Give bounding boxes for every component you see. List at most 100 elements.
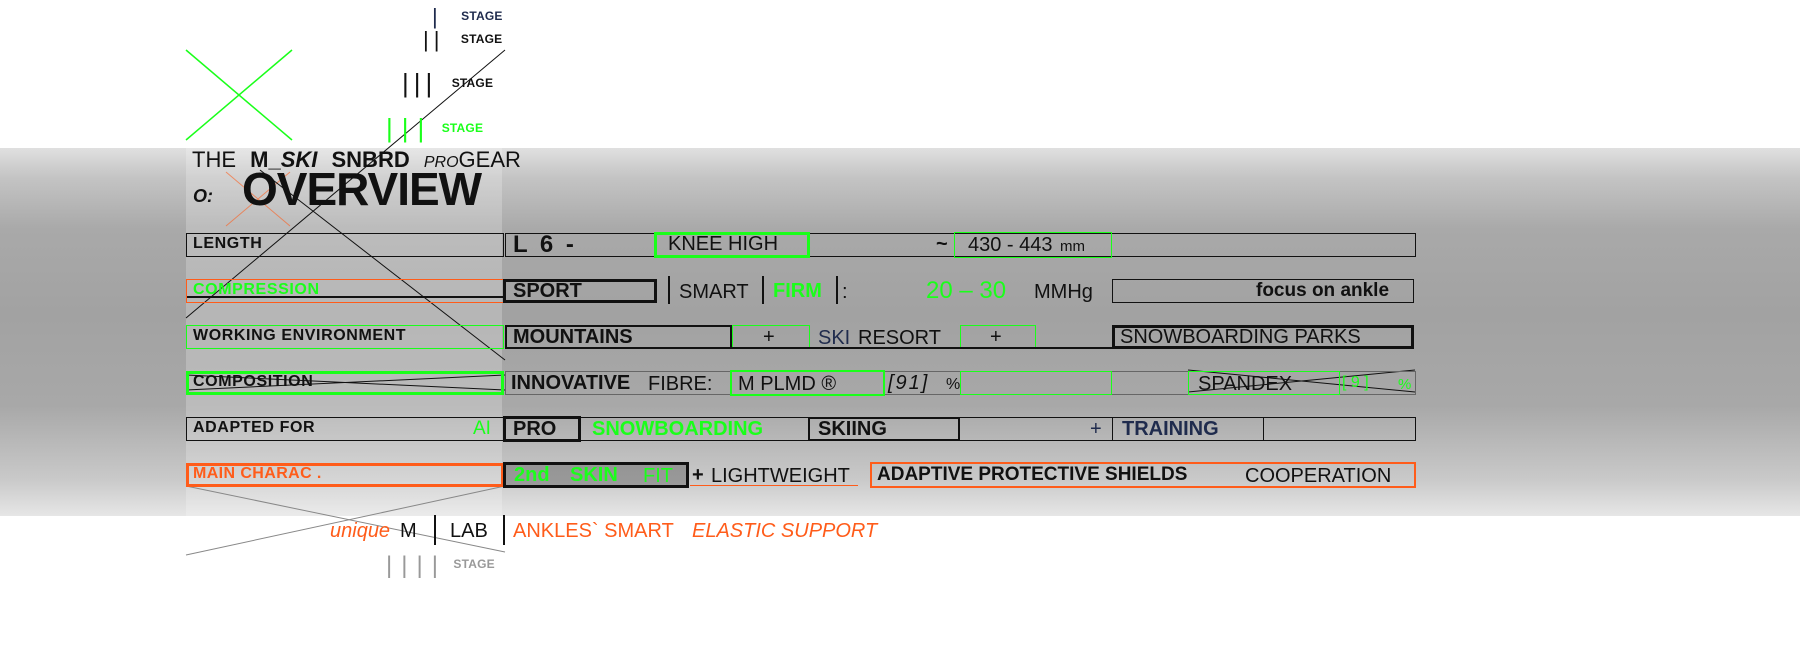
mountains: MOUNTAINS [513, 326, 633, 348]
m-plmd: M PLMD ® [738, 373, 837, 395]
shields: ADAPTIVE PROTECTIVE SHIELDS [877, 464, 1188, 485]
length-range: 430 - 443 mm [968, 234, 1085, 257]
stage-4-bars: ||| [386, 113, 434, 143]
stage-5: |||| STAGE [386, 554, 495, 578]
green-cross-line-a [185, 49, 293, 141]
fibre: FIBRE: [648, 373, 713, 395]
adapted-label: ADAPTED FOR [193, 419, 316, 436]
length-label: LENGTH [193, 235, 263, 252]
main-label: MAIN CHARAC . [193, 465, 322, 482]
stage-3-label: STAGE [451, 76, 494, 90]
mountains-box [505, 325, 732, 349]
second: 2nd [514, 464, 550, 486]
footer-ankles: ANKLES` SMART [513, 520, 674, 542]
compression-range: 20 – 30 [926, 277, 1007, 304]
compression-divider-3 [836, 276, 838, 304]
adapted-ai: AI [473, 418, 491, 439]
sport: SPORT [513, 280, 582, 302]
length-label-box [186, 233, 504, 257]
snowboarding: SNOWBOARDING [592, 418, 764, 440]
footer-divider-2 [503, 515, 505, 545]
knee-high-box [654, 232, 810, 258]
environment-baseline [732, 347, 1112, 349]
spandex: SPANDEX [1198, 373, 1293, 395]
skiing: SKIING [818, 418, 887, 440]
firm: FIRM [773, 280, 822, 302]
shields-box [870, 462, 1416, 488]
snowboarding-parks: SNOWBOARDING PARKS [1120, 326, 1361, 348]
length-value-box [505, 233, 1416, 257]
header-o-prefix: O: [193, 186, 213, 206]
green-cross-line-b [185, 49, 293, 141]
composition-pct-sign: % [946, 376, 961, 393]
header-the: THE [192, 147, 236, 172]
skin: SKIN [570, 464, 618, 486]
footer-lab: LAB [450, 520, 488, 542]
compression-label: COMPRESSION [193, 281, 320, 298]
header-gear: GEAR [458, 147, 521, 172]
environment-label-box [186, 325, 504, 349]
spandex-pct-sign: % [1398, 376, 1412, 393]
parks-box [1112, 325, 1414, 349]
training-box [1112, 417, 1264, 441]
stage-3: ||| STAGE [402, 70, 493, 97]
cooperation: COOPERATION [1245, 465, 1392, 487]
length-tilde: ~ [936, 233, 948, 255]
stage-1: | STAGE [432, 6, 503, 29]
spandex-box [1188, 371, 1340, 395]
header-pro: PRO [423, 154, 459, 171]
environment-label: WORKING ENVIRONMENT [193, 327, 407, 344]
length-code: L 6 - [513, 231, 577, 258]
ski-word: SKI [818, 327, 851, 349]
skin-fit-box [503, 462, 689, 488]
pro: PRO [513, 418, 557, 440]
length-unit: mm [1059, 238, 1085, 255]
training: TRAINING [1122, 418, 1219, 440]
stage-2-bars: || [423, 27, 445, 52]
composition-label-box [186, 371, 504, 395]
stage-1-label: STAGE [461, 9, 503, 23]
focus-on-ankle: focus on ankle [1256, 280, 1390, 301]
stage-4: ||| STAGE [386, 115, 483, 142]
main-label-box [186, 463, 504, 487]
lightweight: LIGHTWEIGHT [711, 465, 850, 487]
focus-box [1112, 279, 1414, 303]
compression-divider-2 [762, 276, 764, 304]
main-plus: + [692, 464, 704, 486]
compression-unit: MMHg [1034, 281, 1093, 303]
plmd-box [730, 370, 885, 396]
environment-plus-1: + [763, 326, 775, 348]
compression-colon: : [842, 281, 848, 303]
footer-elastic: ELASTIC SUPPORT [692, 520, 878, 542]
composition-label: COMPOSITION [193, 373, 314, 390]
footer-unique: unique [330, 520, 391, 542]
composition-pct: [91] [888, 372, 930, 394]
stage-3-bars: ||| [402, 68, 438, 98]
footer-divider-1 [434, 515, 436, 545]
composition-blank-box [960, 371, 1112, 395]
skiing-box [808, 417, 960, 441]
header-snbrd: SNBRD [331, 147, 410, 172]
stage-4-label: STAGE [441, 121, 484, 135]
spandex-pct: [ 9 ] [1342, 374, 1369, 391]
footer-m: M [400, 520, 417, 542]
adapted-plus: + [1090, 418, 1102, 440]
stage-2: || STAGE [423, 29, 502, 52]
fit: FIT [643, 465, 673, 487]
environment-plus-2: + [990, 326, 1002, 348]
green-cross [185, 49, 293, 141]
smart: SMART [679, 281, 749, 303]
stage-5-label: STAGE [453, 557, 495, 571]
length-range-box [954, 232, 1112, 258]
innovative: INNOVATIVE [511, 372, 631, 394]
knee-high: KNEE HIGH [668, 233, 779, 255]
resort-word: RESORT [858, 327, 941, 349]
page-title: OVERVIEW [242, 163, 482, 215]
header-ski: SKI [280, 147, 318, 172]
stage-2-label: STAGE [460, 32, 503, 46]
pro-box [503, 416, 581, 442]
stage-5-bars: |||| [386, 552, 447, 579]
length-range-value: 430 - 443 [968, 234, 1053, 256]
header-m: M_ [250, 147, 281, 172]
compression-divider-1 [668, 276, 670, 304]
